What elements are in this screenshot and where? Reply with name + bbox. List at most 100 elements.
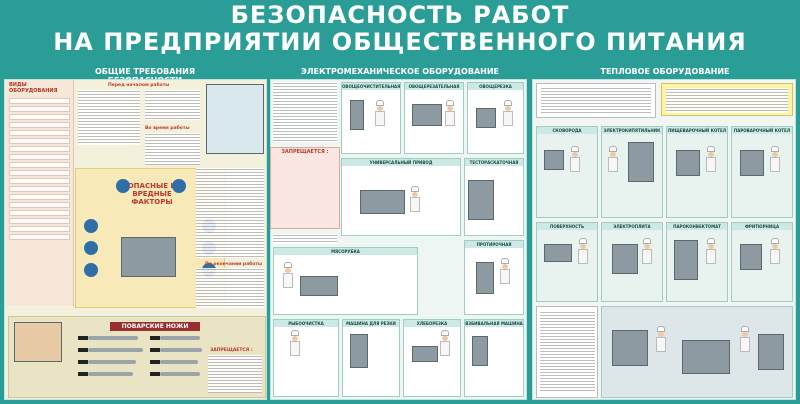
hazard-icon <box>84 219 98 233</box>
kitchen-illustration <box>206 84 264 154</box>
tile-title: ОВОЩЕРЕЗКА <box>468 83 523 90</box>
title-line-1: БЕЗОПАСНОСТЬ РАБОТ <box>230 1 570 29</box>
text-block <box>196 268 264 308</box>
cook-illustration <box>410 186 420 212</box>
forbidden-box: ЗАПРЕЩАЕТСЯ : <box>270 147 340 229</box>
tile-title: ФРИТЮРНИЦА <box>732 223 792 230</box>
machine-illustration <box>350 334 368 368</box>
sidebar-item <box>9 114 70 120</box>
machine-illustration <box>476 108 496 128</box>
sidebar-item <box>9 106 70 112</box>
sidebar-item <box>9 186 70 192</box>
section-title-thermal: ТЕПЛОВОЕ ОБОРУДОВАНИЕ <box>600 67 730 76</box>
text-block <box>196 168 264 258</box>
machine-illustration <box>476 262 494 294</box>
cook-illustration <box>503 100 513 126</box>
cook-illustration <box>500 258 510 284</box>
sidebar-item <box>9 202 70 208</box>
machine-illustration <box>740 150 764 176</box>
tile-title: УНИВЕРСАЛЬНЫЙ ПРИВОД <box>342 159 460 166</box>
tile-title: МЯСОРУБКА <box>274 248 417 255</box>
hazard-icon <box>172 179 186 193</box>
cook-illustration <box>570 146 580 172</box>
tile-frying-pan: СКОВОРОДА <box>536 126 598 218</box>
tile-title: ОВОЩЕРЕЗАТЕЛЬНАЯ МАШИНА <box>405 83 463 90</box>
knife-icon <box>78 336 138 340</box>
knife-icon <box>150 372 200 376</box>
tile-title: ПИЩЕВАРОЧНЫЙ КОТЕЛ <box>667 127 727 134</box>
cook-illustration <box>290 330 300 356</box>
tile-meat-slicer: МАШИНА ДЛЯ РЕЗКИ МЯСА <box>342 319 400 397</box>
tile-title: ХЛЕБОРЕЗКА <box>404 320 460 327</box>
slicer-illustration <box>121 237 176 277</box>
machine-illustration <box>758 334 784 370</box>
cook-illustration <box>440 330 450 356</box>
machine-illustration <box>612 244 638 274</box>
tile-title: РЫБООЧИСТКА <box>274 320 338 327</box>
cook-illustration <box>706 238 716 264</box>
after-work-heading: По окончании работы <box>205 262 263 267</box>
machine-illustration <box>682 340 730 374</box>
tile-fish-cleaner: РЫБООЧИСТКА <box>273 319 339 397</box>
sidebar-item <box>9 154 70 160</box>
machine-illustration <box>674 240 698 280</box>
before-work-heading: Перед началом работы <box>108 83 170 88</box>
knife-icon <box>78 348 143 352</box>
tile-title: ЭЛЕКТРОПЛИТА <box>602 223 662 230</box>
cook-illustration <box>740 326 750 352</box>
machine-illustration <box>360 190 405 214</box>
machine-illustration <box>472 336 488 366</box>
sidebar-item <box>9 178 70 184</box>
machine-illustration <box>612 330 648 366</box>
sidebar-item <box>9 162 70 168</box>
cook-illustration <box>375 100 385 126</box>
tile-title: ВЗБИВАЛЬНАЯ МАШИНА <box>465 320 523 327</box>
text-block <box>208 355 262 393</box>
text-block <box>541 87 651 115</box>
machine-illustration <box>412 104 442 126</box>
tile-frying-surface: ПОВЕРХНОСТЬ ЖАРОЧНАЯ <box>536 222 598 302</box>
thermal-warning-box <box>661 83 793 116</box>
tile-title: СКОВОРОДА <box>537 127 597 134</box>
hazard-icon <box>116 179 130 193</box>
tile-title: ПРОТИРОЧНАЯ МАШИНА <box>465 241 523 248</box>
sidebar-item <box>9 146 70 152</box>
tile-title: ПАРОКОНВЕКТОМАТ <box>667 223 727 230</box>
tile-title: ОВОЩЕОЧИСТИТЕЛЬНАЯ МАШИНА <box>342 83 400 90</box>
machine-illustration <box>740 244 762 270</box>
machine-illustration <box>628 142 654 182</box>
machine-illustration <box>350 100 364 130</box>
thermal-info-box <box>536 83 656 118</box>
text-block <box>273 234 337 244</box>
cutting-illustration <box>14 322 62 362</box>
during-work-heading: Во время работы <box>145 126 190 131</box>
title-line-2: НА ПРЕДПРИЯТИИ ОБЩЕСТВЕННОГО ПИТАНИЯ <box>53 28 747 56</box>
machine-illustration <box>468 180 494 220</box>
sidebar-item <box>9 98 70 104</box>
knife-icon <box>150 336 200 340</box>
tile-title: ПАРОВАРОЧНЫЙ КОТЕЛ <box>732 127 792 134</box>
poster-title: БЕЗОПАСНОСТЬ РАБОТ НА ПРЕДПРИЯТИИ ОБЩЕСТ… <box>0 2 800 56</box>
machine-illustration <box>544 150 564 170</box>
thermal-bottom-note <box>536 306 598 398</box>
cook-illustration <box>608 146 618 172</box>
sidebar-item <box>9 210 70 216</box>
text-block <box>273 82 337 142</box>
forbidden-title: ЗАПРЕЩАЕТСЯ : <box>281 149 329 155</box>
cook-illustration <box>445 100 455 126</box>
cook-illustration <box>283 262 293 288</box>
dangers-title: ОПАСНЫЕ И ВРЕДНЫЕ ФАКТОРЫ <box>127 182 177 206</box>
hazard-icon <box>84 263 98 277</box>
cook-illustration <box>578 238 588 264</box>
knife-icon <box>78 360 136 364</box>
equipment-types-heading: ВИДЫ ОБОРУДОВАНИЯ <box>9 82 58 94</box>
machine-illustration <box>300 276 338 296</box>
cook-illustration <box>770 146 780 172</box>
cook-illustration <box>770 238 780 264</box>
text-block <box>145 90 200 120</box>
section-title-electro: ЭЛЕКТРОМЕХАНИЧЕСКОЕ ОБОРУДОВАНИЕ <box>300 67 499 76</box>
text-block <box>540 311 595 393</box>
sidebar-item <box>9 226 70 232</box>
knives-forbidden-heading: ЗАПРЕЩАЕТСЯ : <box>210 348 253 353</box>
